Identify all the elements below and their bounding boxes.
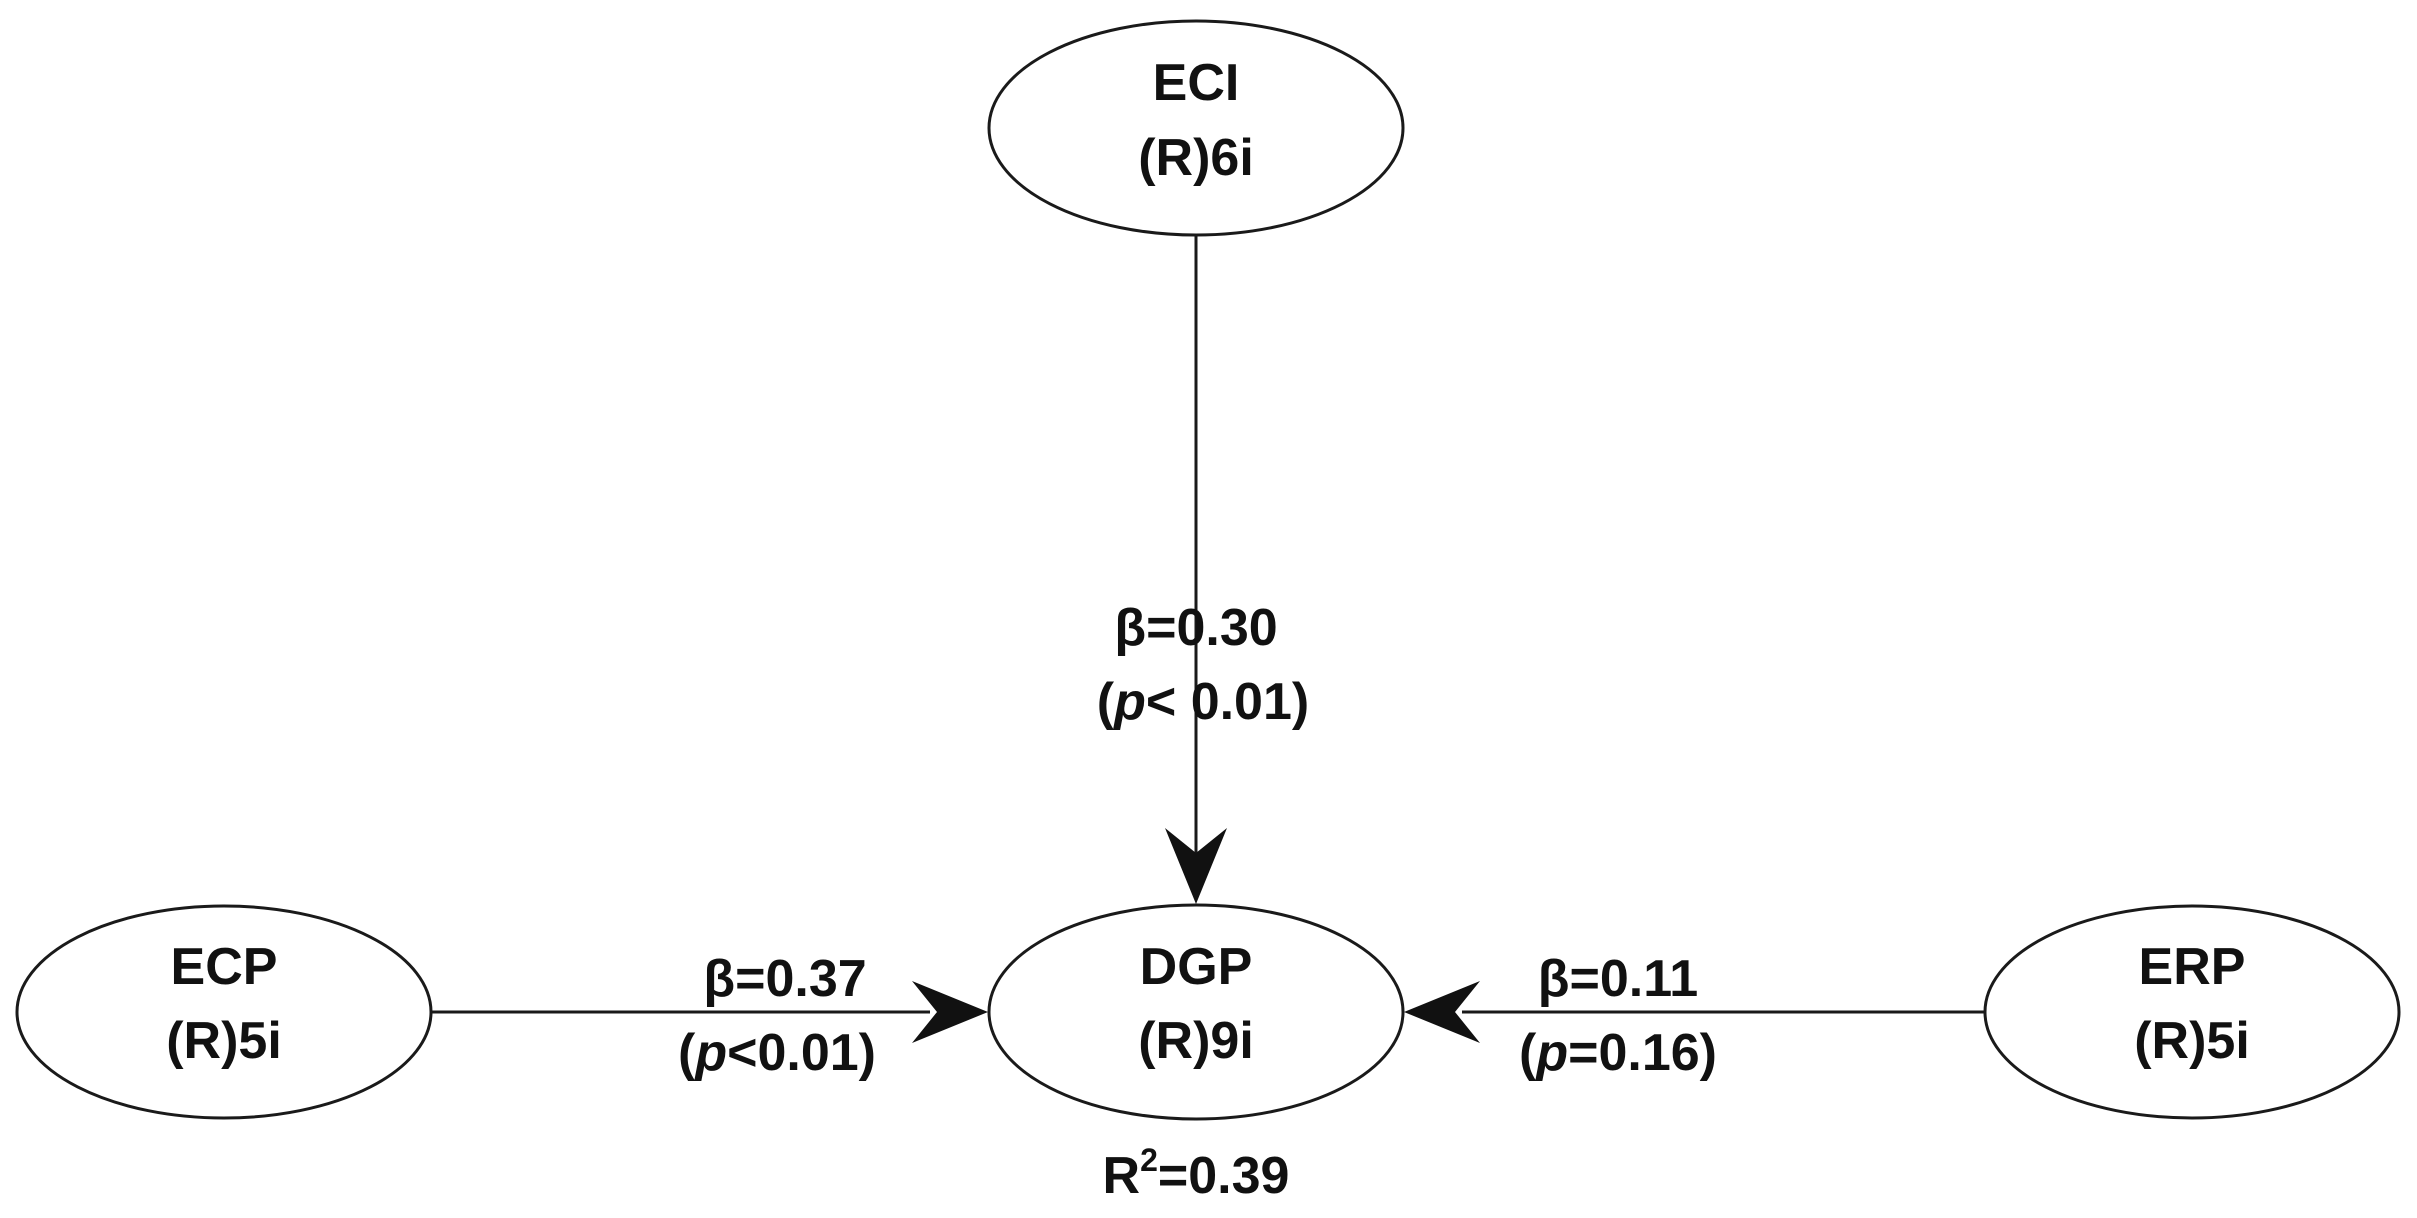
node-erp-ellipse xyxy=(1983,904,2401,1120)
node-dgp: DGP (R)9i xyxy=(987,903,1405,1121)
node-eci: ECI (R)6i xyxy=(987,19,1405,237)
dgp-r-squared: R2=0.39 xyxy=(1103,1142,1290,1205)
r-squared-exponent: 2 xyxy=(1140,1142,1158,1178)
arrowhead-eci-dgp-icon xyxy=(1165,828,1227,904)
path-eci-dgp-p-open: ( xyxy=(1097,673,1115,731)
path-ecp-dgp-p-rest: <0.01) xyxy=(727,1024,876,1082)
node-dgp-items: (R)9i xyxy=(1138,1012,1254,1070)
node-ecp-name: ECP xyxy=(171,938,278,996)
path-erp-dgp-p-open: ( xyxy=(1519,1024,1537,1082)
node-eci-name: ECI xyxy=(1153,54,1240,112)
path-erp-dgp-label: β=0.11 (p=0.16) xyxy=(1519,950,1717,1082)
path-eci-dgp-pvalue: (p< 0.01) xyxy=(1097,673,1309,731)
path-eci-dgp-beta: β=0.30 xyxy=(1114,599,1277,657)
path-eci-dgp-p-rest: < 0.01) xyxy=(1146,673,1309,731)
node-dgp-ellipse xyxy=(987,903,1405,1121)
node-eci-ellipse xyxy=(987,19,1405,237)
node-ecp-ellipse xyxy=(15,904,433,1120)
path-eci-dgp-p-symbol: p xyxy=(1112,673,1146,731)
path-ecp-dgp-pvalue: (p<0.01) xyxy=(678,1024,876,1082)
path-ecp-dgp-p-open: ( xyxy=(678,1024,696,1082)
path-eci-dgp-label: β=0.30 (p< 0.01) xyxy=(1097,599,1309,731)
path-erp-dgp-beta: β=0.11 xyxy=(1538,950,1698,1008)
arrowhead-erp-dgp-icon xyxy=(1404,981,1480,1043)
path-ecp-dgp-label: β=0.37 (p<0.01) xyxy=(678,950,876,1082)
arrowhead-ecp-dgp-icon xyxy=(912,981,988,1043)
node-ecp: ECP (R)5i xyxy=(15,904,433,1120)
path-ecp-dgp-beta: β=0.37 xyxy=(703,950,866,1008)
r-squared-value: =0.39 xyxy=(1158,1147,1290,1205)
path-ecp-dgp-p-symbol: p xyxy=(693,1024,727,1082)
node-erp-name: ERP xyxy=(2139,938,2246,996)
node-erp-items: (R)5i xyxy=(2134,1012,2250,1070)
node-erp: ERP (R)5i xyxy=(1983,904,2401,1120)
r-squared-symbol: R xyxy=(1103,1147,1141,1205)
node-eci-items: (R)6i xyxy=(1138,129,1254,187)
path-erp-dgp-p-symbol: p xyxy=(1534,1024,1568,1082)
path-erp-dgp-p-rest: =0.16) xyxy=(1568,1024,1717,1082)
node-ecp-items: (R)5i xyxy=(166,1012,282,1070)
path-erp-dgp-pvalue: (p=0.16) xyxy=(1519,1024,1717,1082)
node-dgp-name: DGP xyxy=(1140,938,1253,996)
